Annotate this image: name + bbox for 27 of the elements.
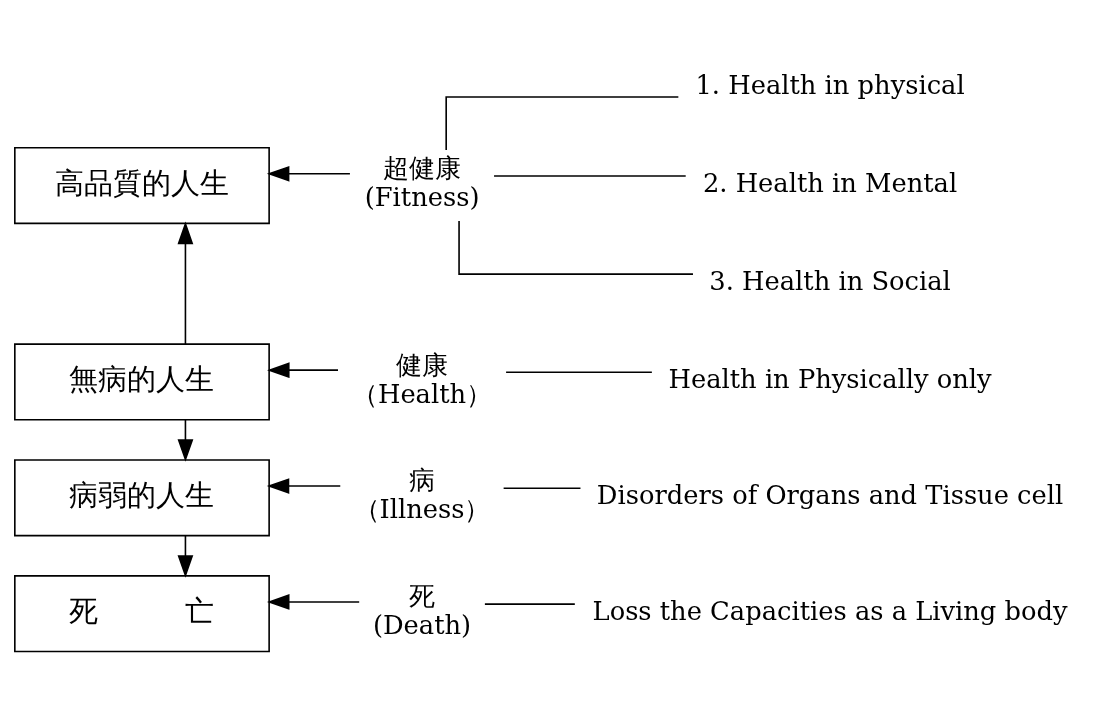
node-text: 死 (Death) (372, 580, 472, 640)
connector (445, 95, 680, 151)
node-box: 無病的人生 (14, 342, 270, 421)
connector (505, 371, 653, 373)
node-text: Disorders of Organs and Tissue cell (596, 479, 1064, 510)
node-box: 高品質的人生 (14, 146, 270, 224)
node-text: Health in Physically only (668, 363, 992, 394)
node-text: 2. Health in Mental (702, 167, 958, 198)
connector (458, 219, 694, 275)
connector (484, 602, 576, 605)
node-box: 病弱的人生 (14, 458, 270, 536)
arrow (266, 165, 351, 182)
node-text: 病 （Illness） (353, 464, 491, 524)
arrow (266, 593, 360, 610)
arrow (177, 534, 194, 578)
connector (502, 486, 582, 489)
arrow (177, 418, 194, 462)
node-text: 超健康 (Fitness) (364, 152, 480, 212)
node-text: 3. Health in Social (709, 265, 951, 296)
node-text: 1. Health in physical (695, 69, 965, 100)
arrow (267, 361, 339, 378)
arrow (177, 221, 194, 345)
connector (493, 174, 687, 177)
arrow (266, 477, 342, 494)
node-text: Loss the Capacities as a Living body (592, 595, 1068, 626)
node-text: 健康 （Health） (351, 349, 493, 409)
node-box: 死 亡 (14, 574, 270, 652)
